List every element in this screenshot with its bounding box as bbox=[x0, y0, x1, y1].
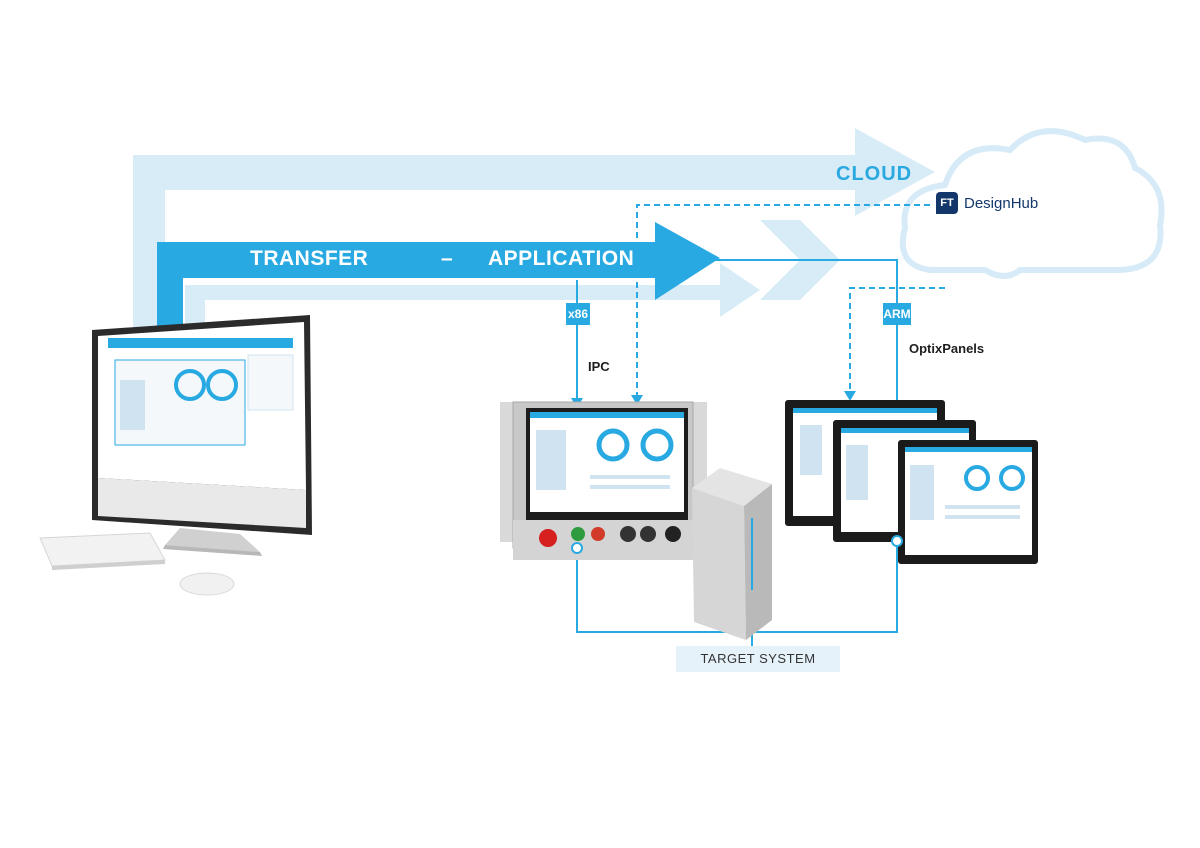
dashed-connector-ipc bbox=[636, 204, 930, 402]
transfer-label: TRANSFER bbox=[250, 247, 369, 270]
light-arrow-lower bbox=[185, 263, 760, 330]
keyboard bbox=[39, 532, 166, 570]
desktop-monitor bbox=[92, 315, 312, 556]
arrowhead-dashed-ipc bbox=[631, 395, 643, 405]
red-button bbox=[591, 527, 605, 541]
x86-badge: x86 bbox=[566, 303, 590, 325]
arrowhead-dashed-optix bbox=[844, 391, 856, 401]
connector-to-optix bbox=[715, 259, 898, 420]
green-button bbox=[571, 527, 585, 541]
cloud-arrow-shape bbox=[133, 128, 935, 330]
application-label: APPLICATION bbox=[488, 247, 635, 270]
optixpanels-label: OptixPanels bbox=[909, 341, 985, 356]
black-button bbox=[665, 526, 681, 542]
ipc-panel bbox=[500, 401, 707, 560]
optix-connector-node bbox=[891, 535, 903, 547]
arm-badge: ARM bbox=[883, 303, 911, 325]
mouse bbox=[179, 572, 235, 596]
emergency-stop-button bbox=[539, 529, 557, 547]
ipc-label: IPC bbox=[588, 359, 610, 374]
dashed-connector-optix bbox=[849, 287, 945, 398]
target-system-label: TARGET SYSTEM bbox=[676, 646, 840, 672]
ft-logo-mark: FT bbox=[936, 192, 958, 214]
ipc-connector-node bbox=[571, 542, 583, 554]
selector-switch-1 bbox=[620, 526, 636, 542]
cloud-label: CLOUD bbox=[836, 163, 913, 185]
optix-panel-front bbox=[898, 440, 1038, 564]
dash-label: – bbox=[441, 247, 454, 270]
selector-switch-2 bbox=[640, 526, 656, 542]
designhub-logo-text: DesignHub bbox=[964, 194, 1039, 212]
transfer-arrow-shape bbox=[157, 222, 720, 332]
designhub-logo: FT DesignHub bbox=[936, 192, 1038, 214]
ipc-box bbox=[692, 468, 772, 640]
